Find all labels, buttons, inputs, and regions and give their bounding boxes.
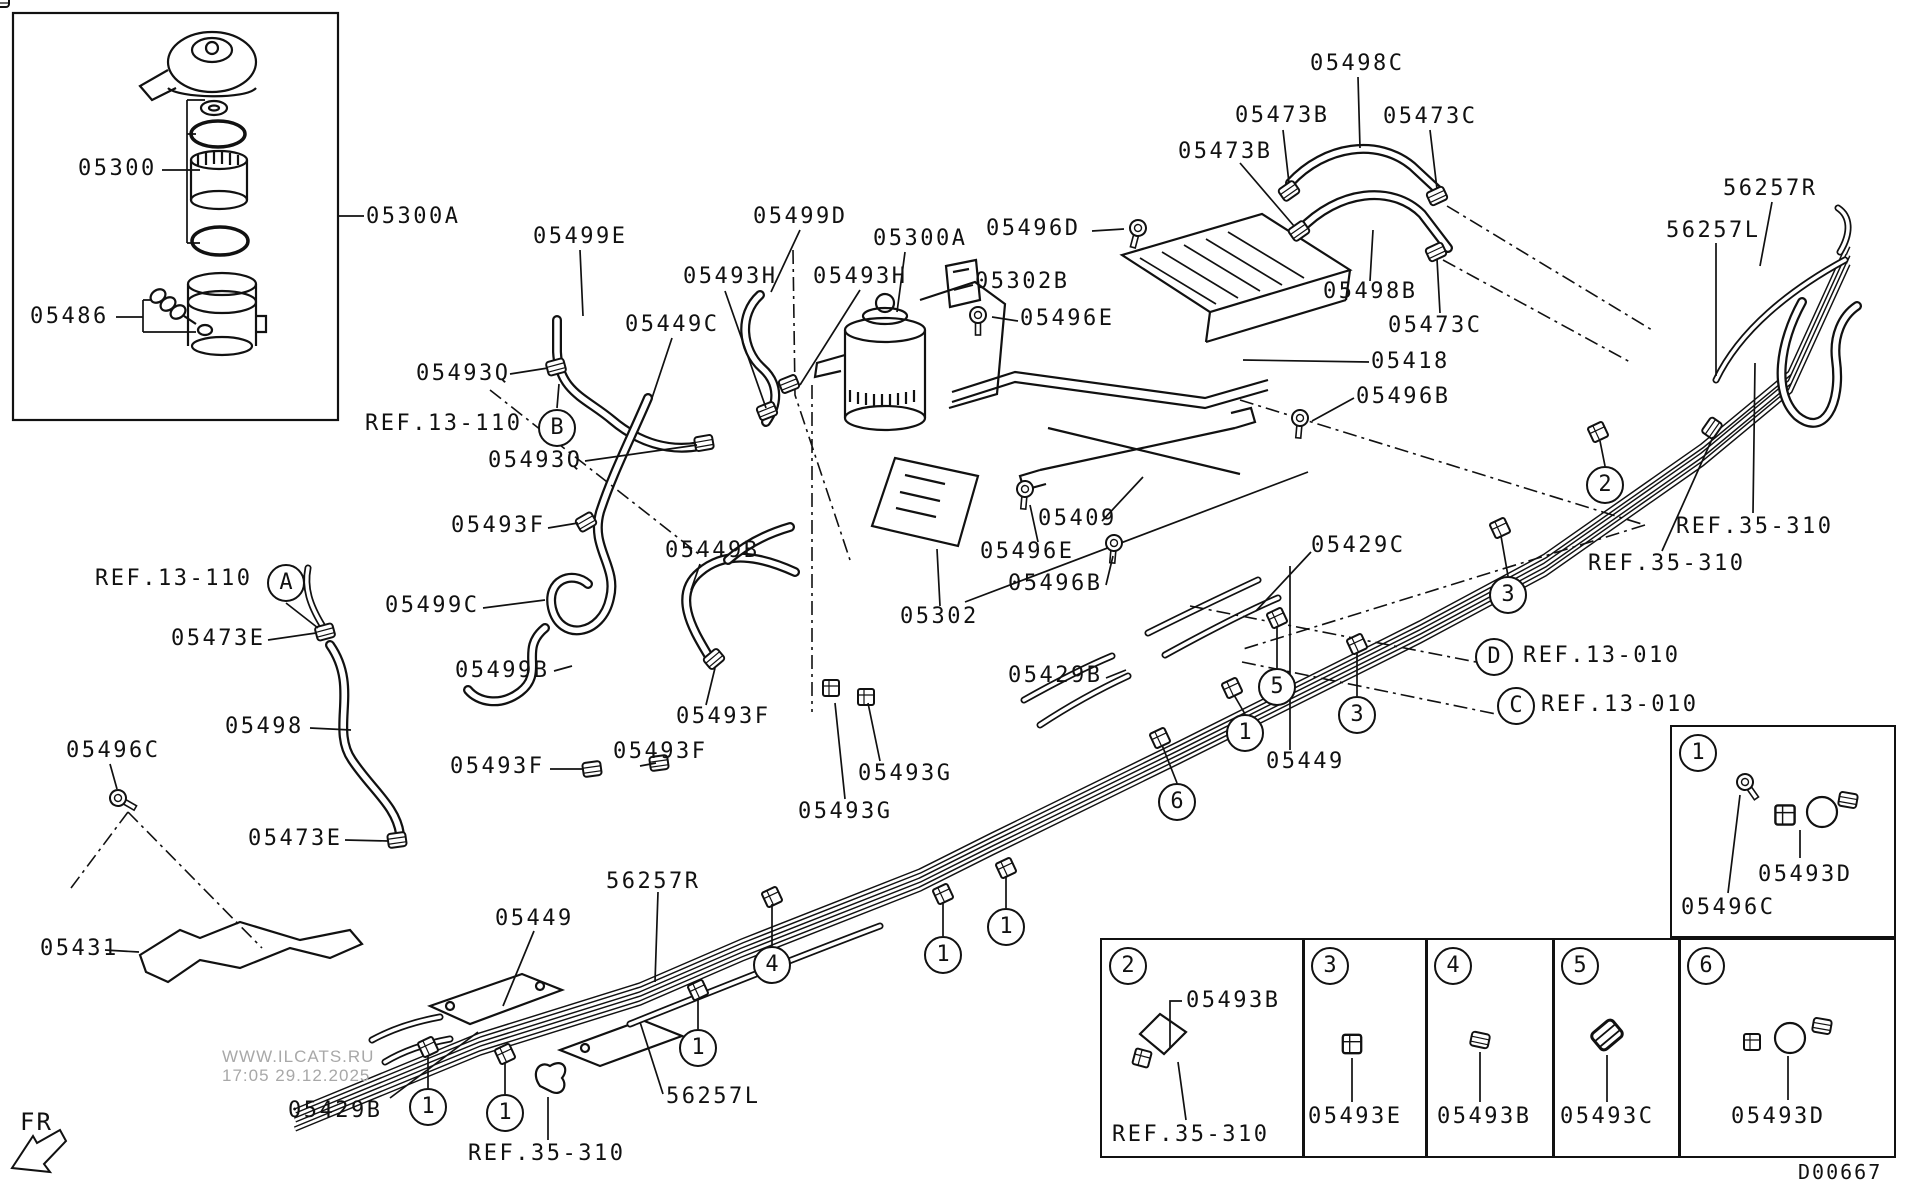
part-label-05431: 05431 (40, 936, 119, 961)
part-label-05498C: 05498C (1310, 51, 1405, 76)
part-label-05493Q: 05493Q (416, 361, 511, 386)
part-label-05499C: 05499C (385, 593, 480, 618)
legend-divider (1302, 938, 1305, 1158)
callout-D: D (1475, 638, 1513, 676)
part-label-05493H: 05493H (683, 264, 778, 289)
callout-5: 5 (1258, 668, 1296, 706)
part-label-05496B: 05496B (1356, 384, 1451, 409)
callout-B: B (538, 409, 576, 447)
callout-1: 1 (486, 1094, 524, 1132)
callout-2: 2 (1586, 466, 1624, 504)
part-label-05496C: 05496C (66, 738, 161, 763)
callout-3: 3 (1338, 696, 1376, 734)
part-label-05499E: 05499E (533, 224, 628, 249)
part-label-05496E: 05496E (980, 539, 1075, 564)
part-label-05449B: 05449B (665, 538, 760, 563)
callout-1: 1 (679, 1029, 717, 1067)
part-label-REF.35-310: REF.35-310 (1588, 551, 1746, 576)
part-label-05300A: 05300A (873, 226, 968, 251)
callout-4: 4 (753, 946, 791, 984)
part-label-05499D: 05499D (753, 204, 848, 229)
callout-1: 1 (1226, 714, 1264, 752)
legend-label-REF.35-310: REF.35-310 (1112, 1122, 1270, 1147)
callout-6: 6 (1158, 783, 1196, 821)
legend-callout-6: 6 (1687, 947, 1725, 985)
part-label-05498: 05498 (225, 714, 304, 739)
part-label-05449: 05449 (495, 906, 574, 931)
part-label-05409: 05409 (1038, 506, 1117, 531)
part-label-05486: 05486 (30, 304, 109, 329)
legend-label-05493C: 05493C (1560, 1104, 1655, 1129)
part-label-05429B: 05429B (288, 1098, 383, 1123)
legend-row (1100, 938, 1896, 1158)
legend-callout-5: 5 (1561, 947, 1599, 985)
part-label-05493G: 05493G (858, 761, 953, 786)
legend-box-1 (1670, 725, 1896, 938)
part-label-05473B: 05473B (1178, 139, 1273, 164)
part-label-05449C: 05449C (625, 312, 720, 337)
part-label-05449: 05449 (1266, 749, 1345, 774)
part-label-05473E: 05473E (248, 826, 343, 851)
part-label-05418: 05418 (1371, 349, 1450, 374)
part-label-05496B: 05496B (1008, 571, 1103, 596)
callout-3: 3 (1489, 576, 1527, 614)
callout-1: 1 (409, 1088, 447, 1126)
part-label-05496D: 05496D (986, 216, 1081, 241)
part-label-REF.13-110: REF.13-110 (365, 411, 523, 436)
callout-1: 1 (987, 908, 1025, 946)
part-label-56257R: 56257R (1723, 176, 1818, 201)
part-label-05429C: 05429C (1311, 533, 1406, 558)
part-label-05493G: 05493G (798, 799, 893, 824)
part-label-05302: 05302 (900, 604, 979, 629)
legend-label-05493E: 05493E (1308, 1104, 1403, 1129)
legend-label-05493B: 05493B (1437, 1104, 1532, 1129)
part-label-56257R: 56257R (606, 869, 701, 894)
part-label-05493F: 05493F (676, 704, 771, 729)
part-label-05429B: 05429B (1008, 663, 1103, 688)
drawing-code: D00667 (1798, 1160, 1883, 1184)
legend-divider (1552, 938, 1555, 1158)
part-label-05496E: 05496E (1020, 306, 1115, 331)
watermark-site: WWW.ILCATS.RU (222, 1047, 375, 1066)
part-label-05473C: 05473C (1388, 313, 1483, 338)
legend-callout-3: 3 (1311, 947, 1349, 985)
part-label-05493F: 05493F (613, 739, 708, 764)
part-label-REF.35-310: REF.35-310 (468, 1141, 626, 1166)
legend-glyphs (1131, 769, 1860, 1121)
part-label-56257L: 56257L (666, 1084, 761, 1109)
part-label-05493Q: 05493Q (488, 448, 583, 473)
legend-label-05493B: 05493B (1186, 988, 1281, 1013)
legend-callout-1: 1 (1679, 734, 1717, 772)
callout-C: C (1497, 687, 1535, 725)
part-label-REF.35-310: REF.35-310 (1676, 514, 1834, 539)
watermark-timestamp: 17:05 29.12.2025 (222, 1066, 371, 1085)
part-label-05498B: 05498B (1323, 279, 1418, 304)
callout-A: A (267, 564, 305, 602)
part-label-05300A: 05300A (366, 204, 461, 229)
part-label-05300: 05300 (78, 156, 157, 181)
fr-orientation-label: FR (20, 1108, 53, 1136)
part-label-05493F: 05493F (451, 513, 546, 538)
callout-1: 1 (924, 936, 962, 974)
part-label-05499B: 05499B (455, 658, 550, 683)
part-label-05473B: 05473B (1235, 103, 1330, 128)
legend-divider (1425, 938, 1428, 1158)
legend-callout-4: 4 (1434, 947, 1472, 985)
legend-divider (1678, 938, 1681, 1158)
part-label-REF.13-110: REF.13-110 (95, 566, 253, 591)
part-label-56257L: 56257L (1666, 218, 1761, 243)
legend-label-05496C: 05496C (1681, 895, 1776, 920)
part-label-REF.13-010: REF.13-010 (1541, 692, 1699, 717)
part-label-REF.13-010: REF.13-010 (1523, 643, 1681, 668)
legend-callout-2: 2 (1109, 947, 1147, 985)
legend-label-05493D: 05493D (1758, 862, 1853, 887)
part-label-05473E: 05473E (171, 626, 266, 651)
legend-label-05493D: 05493D (1731, 1104, 1826, 1129)
part-label-05473C: 05473C (1383, 104, 1478, 129)
part-label-05302B: 05302B (975, 269, 1070, 294)
part-label-05493F: 05493F (450, 754, 545, 779)
part-label-05493H: 05493H (813, 264, 908, 289)
